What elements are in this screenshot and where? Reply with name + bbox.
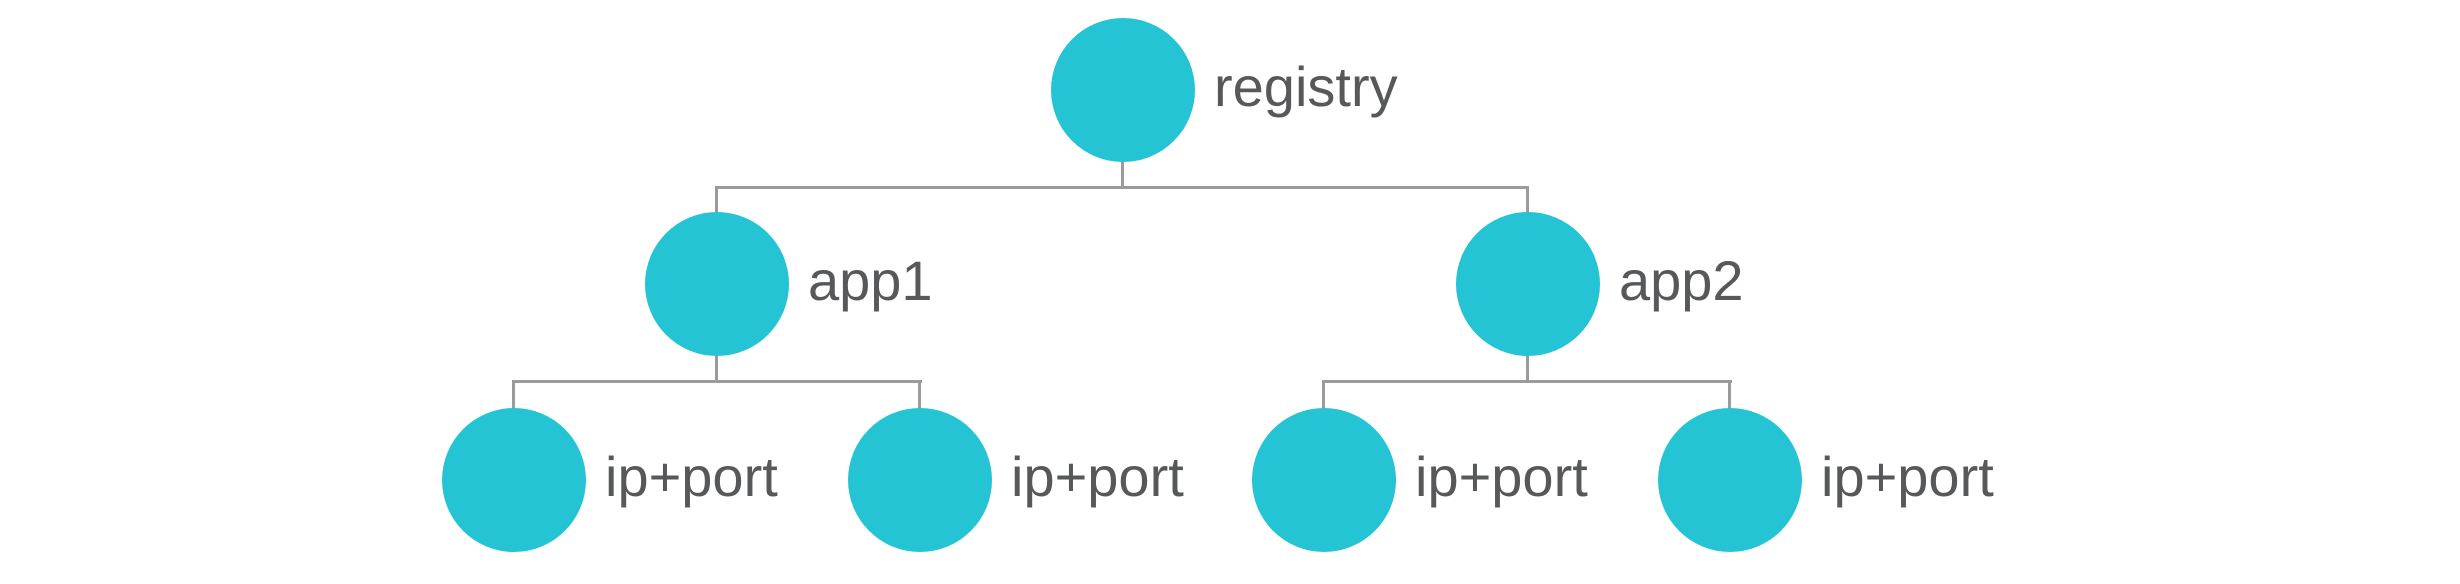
connector-app1-down-stub [715,353,718,383]
app1-instance-1-node-circle [442,408,586,552]
app2-instance-1-node-circle [1252,408,1396,552]
app2-instance-2-node-label: ip+port [1821,445,1994,508]
node-app1: app1 [645,212,933,356]
app2-node-circle [1456,212,1600,356]
node-app1-instance-2: ip+port [848,408,1184,552]
connector-leaf3-stub [1322,380,1325,410]
registry-node-label: registry [1214,55,1398,118]
node-app1-instance-1: ip+port [442,408,778,552]
connector-app1-bar [512,380,922,383]
app1-node-label: app1 [808,249,933,312]
connector-app2-down-stub [1526,353,1529,383]
app1-instance-1-node-label: ip+port [605,445,778,508]
node-app2-instance-2: ip+port [1658,408,1994,552]
node-app2: app2 [1456,212,1744,356]
app1-instance-2-node-label: ip+port [1011,445,1184,508]
connector-app2-stub [1526,186,1529,214]
node-registry: registry [1051,18,1398,162]
app1-instance-2-node-circle [848,408,992,552]
connector-leaf1-stub [512,380,515,410]
connector-app1-stub [715,186,718,214]
connector-app2-bar [1322,380,1732,383]
connector-level1-bar [715,186,1529,189]
app2-instance-1-node-label: ip+port [1415,445,1588,508]
connector-leaf4-stub [1728,380,1731,410]
app2-node-label: app2 [1619,249,1744,312]
node-app2-instance-1: ip+port [1252,408,1588,552]
connector-registry-stub [1121,160,1124,188]
connector-leaf2-stub [918,380,921,410]
registry-node-circle [1051,18,1195,162]
app2-instance-2-node-circle [1658,408,1802,552]
app1-node-circle [645,212,789,356]
